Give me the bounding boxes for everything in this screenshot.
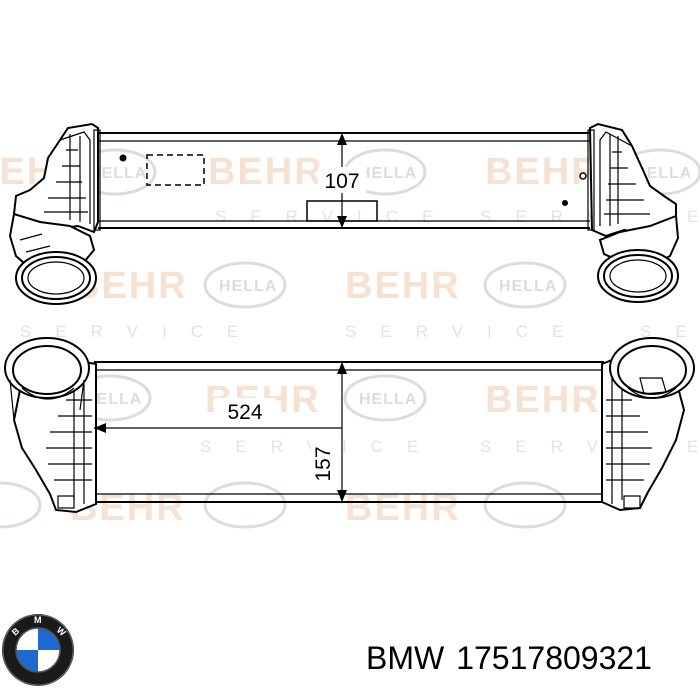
watermark-service: SERVICE (200, 437, 442, 456)
watermark-hella-logo: HELLA (343, 374, 427, 422)
dimension-height-bottom: 157 (312, 446, 335, 481)
watermark-hella-logo: HELLA (203, 261, 287, 309)
part-caption: BMW 17517809321 (366, 640, 664, 677)
watermark-behr: BEHR (345, 487, 461, 529)
watermark-behr: BEHR (345, 265, 461, 307)
watermark-behr: BEHR (485, 151, 601, 193)
watermark-service: SERVICE (345, 322, 587, 341)
svg-text:M: M (34, 615, 42, 625)
watermark-hella: HELLA (359, 165, 417, 182)
watermark-hella: HELLA (219, 278, 277, 295)
watermark-behr: BEHR (485, 379, 601, 421)
dimension-height-top: 107 (324, 170, 359, 193)
watermark-hella-logo: HELLA (483, 261, 567, 309)
watermark-service: SERVICE (20, 322, 262, 341)
watermark-hella: HELLA (84, 391, 142, 408)
watermark-service: SERVICE (640, 322, 700, 341)
watermark-hella: HELLA (634, 165, 692, 182)
watermark-hella-logo (0, 481, 42, 529)
brand-name: BMW (366, 640, 445, 676)
svg-text:B: B (10, 625, 22, 637)
watermark-hella-logo (483, 481, 567, 529)
bmw-roundel-icon: B M W (2, 614, 74, 686)
watermark-hella: HELLA (499, 278, 557, 295)
top-view: 107 (8, 122, 680, 305)
front-view: 524 157 (4, 337, 695, 514)
watermark-hella: HELLA (89, 165, 147, 182)
watermark-service: SERVICE (215, 207, 457, 226)
part-number: 17517809321 (456, 640, 652, 676)
watermark-hella: HELLA (359, 391, 417, 408)
watermark-behr: BEHR (208, 151, 324, 193)
watermark-hella-logo (203, 481, 287, 529)
dimension-length: 524 (227, 401, 262, 424)
